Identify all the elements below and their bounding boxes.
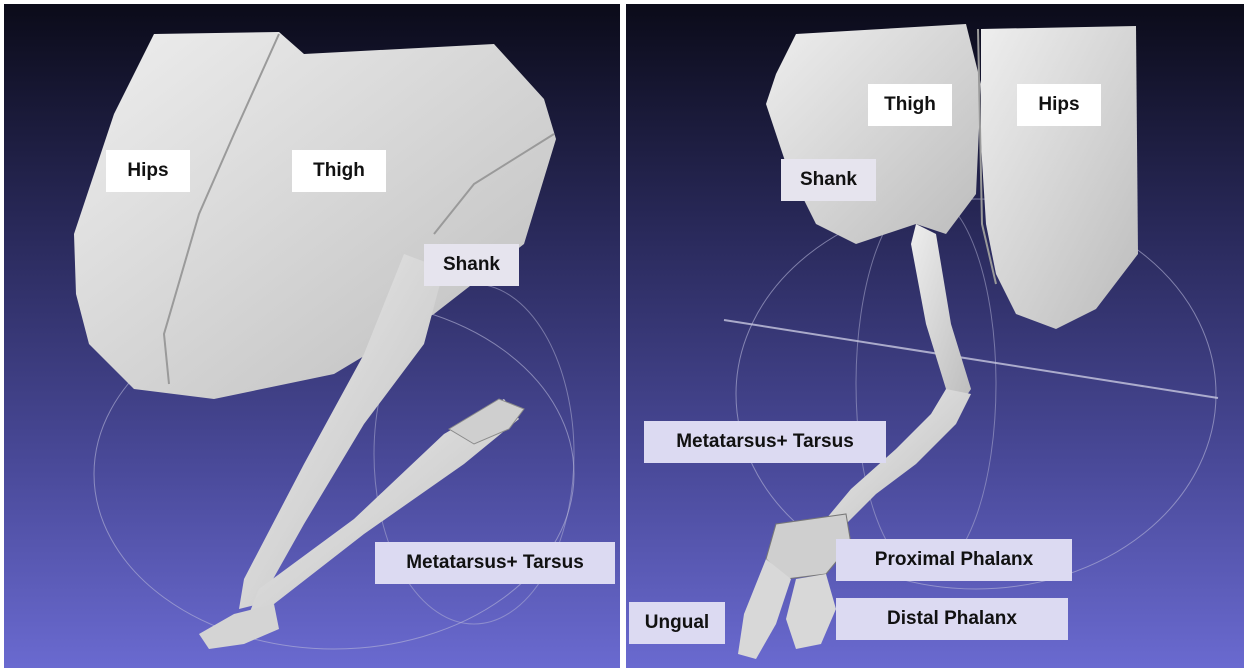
label-hips: Hips [1017,84,1101,126]
phalanx-bone-shape [786,574,836,649]
label-metatarsus-tarsus: Metatarsus+ Tarsus [644,421,886,463]
hips-bone-shape [981,26,1138,329]
left-3d-viewport[interactable]: Hips Thigh Shank Metatarsus+ Tarsus [4,4,620,668]
right-3d-viewport[interactable]: Thigh Hips Shank Metatarsus+ Tarsus Prox… [626,4,1244,668]
label-proximal-phalanx: Proximal Phalanx [836,539,1072,581]
label-distal-phalanx: Distal Phalanx [836,598,1068,640]
label-shank: Shank [781,159,876,201]
label-ungual: Ungual [629,602,725,644]
phalanx-bone-shape [738,559,791,659]
hips-bone-shape [74,32,556,399]
label-thigh: Thigh [292,150,386,192]
label-hips: Hips [106,150,190,192]
label-thigh: Thigh [868,84,952,126]
label-metatarsus-tarsus: Metatarsus+ Tarsus [375,542,615,584]
label-shank: Shank [424,244,519,286]
shank-bone-shape [911,224,971,404]
trackball-axis-line [724,320,1218,398]
thigh-bone-shape [766,24,981,244]
